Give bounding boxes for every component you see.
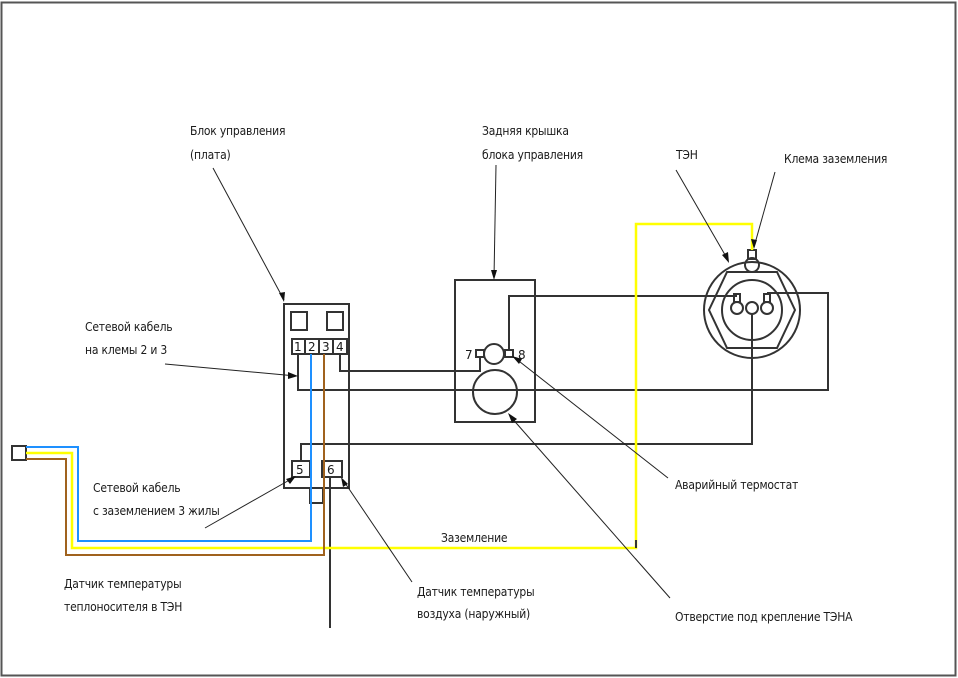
label-coolant-sensor-1: Датчик температуры xyxy=(64,577,181,591)
thermostat-pin-7 xyxy=(475,349,485,358)
terminal-1-label: 1 xyxy=(294,340,302,354)
label-ground-terminal: Клема заземления xyxy=(784,152,887,166)
board-window-right xyxy=(326,311,344,331)
terminal-5-label: 5 xyxy=(296,463,304,477)
heater-ten xyxy=(703,249,801,359)
label-mains-terminals-1: Сетевой кабель xyxy=(85,320,172,334)
terminal-6-label: 6 xyxy=(327,463,335,477)
label-control-unit-2: (плата) xyxy=(190,148,231,162)
heater-hex-nut xyxy=(707,271,797,349)
label-heater-mount-hole: Отверстие под крепление ТЭНА xyxy=(675,610,853,624)
leader-lines xyxy=(164,164,776,599)
wire-brown xyxy=(26,354,325,556)
label-mains-terminals-2: на клемы 2 и 3 xyxy=(85,343,167,357)
label-emergency-thermostat: Аварийный термостат xyxy=(675,478,798,492)
label-mains-cable-1: Сетевой кабель xyxy=(93,481,180,495)
terminal-6 xyxy=(321,460,343,478)
label-mains-cable-2: с заземлением 3 жилы xyxy=(93,504,220,518)
label-grounding: Заземление xyxy=(441,531,508,545)
label-control-unit-1: Блок управления xyxy=(190,124,285,138)
terminal-4-label: 4 xyxy=(336,340,344,354)
back-cover: 7 8 xyxy=(454,279,536,423)
emergency-thermostat-body xyxy=(483,343,505,365)
ground-terminal-bolt xyxy=(744,257,760,273)
wire-yellow xyxy=(26,222,754,550)
label-heater: ТЭН xyxy=(675,148,698,162)
label-back-cover-2: блока управления xyxy=(482,148,583,162)
label-air-sensor-2: воздуха (наружный) xyxy=(417,607,530,621)
label-air-sensor-1: Датчик температуры xyxy=(417,585,534,599)
terminal-8-label: 8 xyxy=(518,348,526,362)
mains-plug xyxy=(11,445,27,461)
black-wires xyxy=(297,292,829,628)
terminal-7-label: 7 xyxy=(465,348,473,362)
terminal-2-label: 2 xyxy=(308,340,316,354)
terminal-3-label: 3 xyxy=(322,340,330,354)
label-back-cover-1: Задняя крышка xyxy=(482,124,569,138)
mains-cable xyxy=(11,222,754,556)
label-coolant-sensor-2: теплоносителя в ТЭН xyxy=(64,600,182,614)
wire-blue xyxy=(26,354,312,542)
heater-mount-hole xyxy=(472,369,518,415)
thermostat-pin-8 xyxy=(504,349,514,358)
control-unit-board: 1 2 3 4 5 6 xyxy=(283,303,350,504)
board-window-left xyxy=(290,311,308,331)
